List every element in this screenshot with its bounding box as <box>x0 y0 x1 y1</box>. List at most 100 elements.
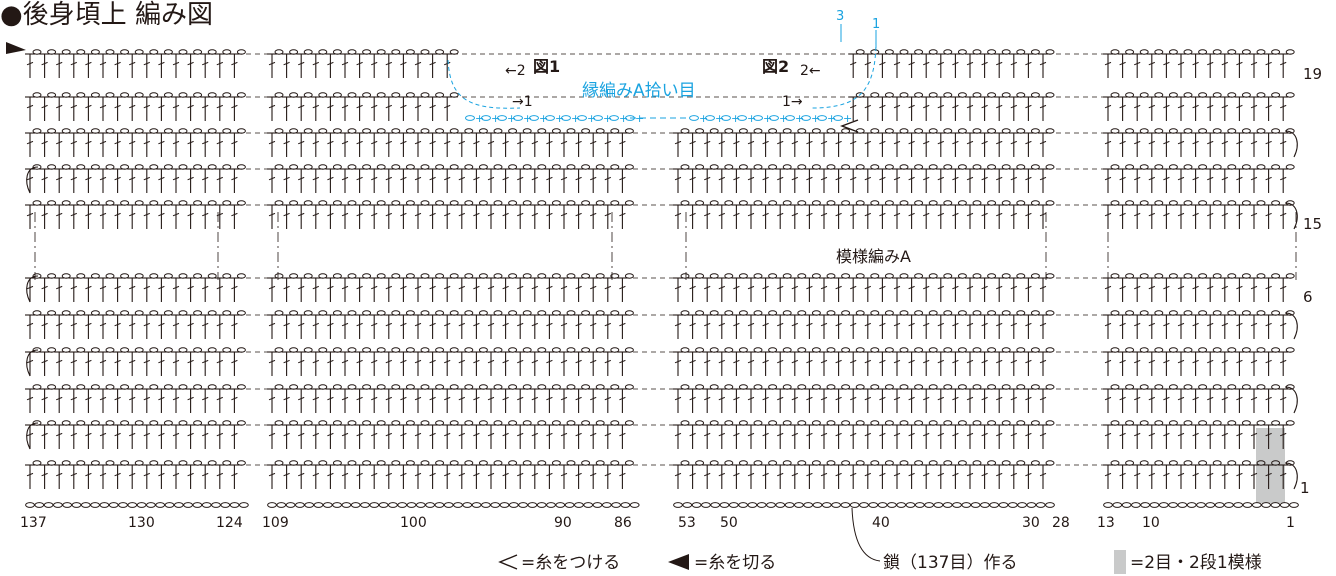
chain-stitch <box>376 128 386 134</box>
dc-stitch <box>267 464 277 489</box>
dc-stitch <box>442 314 453 339</box>
dc-stitch <box>529 464 540 489</box>
dc-stitch <box>921 132 932 157</box>
chain-stitch <box>318 347 328 353</box>
chain-stitch <box>303 420 313 426</box>
dc-stitch <box>1023 204 1034 229</box>
chain-stitch <box>987 273 997 279</box>
chain-stitch <box>1271 420 1281 426</box>
dc-stitch <box>486 314 496 339</box>
chain-stitch <box>980 502 990 508</box>
chain-stitch <box>464 273 474 279</box>
dc-stitch <box>515 464 526 489</box>
chain-stitch <box>811 200 821 206</box>
dc-stitch <box>1278 314 1289 339</box>
dc-stitch <box>141 96 152 121</box>
dc-stitch <box>1008 96 1019 121</box>
chain-stitch <box>105 310 115 316</box>
chain-stitch <box>236 128 246 134</box>
dc-stitch <box>1190 314 1201 339</box>
dc-stitch <box>112 204 123 229</box>
dc-stitch <box>1008 277 1019 302</box>
dc-stitch <box>398 204 409 229</box>
chain-stitch <box>369 502 380 508</box>
chain-stitch <box>1110 384 1120 390</box>
dc-stitch <box>354 204 365 229</box>
chain-stitch <box>738 502 748 508</box>
chain-stitch <box>957 310 967 316</box>
chain-stitch <box>1256 49 1266 55</box>
row-label-6: 6 <box>1303 288 1313 306</box>
dc-stitch <box>500 388 511 413</box>
chain-stitch <box>303 384 313 390</box>
chain-stitch <box>581 347 591 353</box>
chain-stitch <box>149 128 159 134</box>
dc-stitch <box>1161 204 1172 229</box>
chain-stitch <box>236 273 246 279</box>
dc-stitch <box>862 204 873 229</box>
stitch-number-90: 90 <box>554 515 572 531</box>
dc-stitch <box>383 53 394 78</box>
chain-stitch <box>341 502 352 508</box>
chain-stitch <box>211 502 221 508</box>
chain-stitch <box>1241 49 1251 55</box>
chain-stitch <box>884 420 894 426</box>
dc-stitch <box>994 388 1005 413</box>
svg-text:+: + <box>731 112 740 125</box>
chain-stitch <box>1183 200 1193 206</box>
chain-stitch <box>362 310 372 316</box>
dc-stitch <box>156 314 167 339</box>
chain-stitch <box>193 310 203 316</box>
dc-stitch <box>1038 351 1048 376</box>
dc-stitch <box>1146 424 1157 449</box>
dc-stitch <box>573 351 584 376</box>
chain-stitch <box>464 310 474 316</box>
chain-stitch <box>581 310 591 316</box>
chain-stitch <box>738 310 748 316</box>
dc-stitch <box>281 388 292 413</box>
dc-stitch <box>702 132 713 157</box>
chain-stitch <box>1045 420 1055 426</box>
stitch-number-40: 40 <box>872 515 890 531</box>
svg-text:+: + <box>811 112 820 125</box>
dc-stitch <box>746 464 756 489</box>
chain-stitch <box>207 310 217 316</box>
dc-stitch <box>979 53 990 78</box>
chain-stitch <box>1256 273 1266 279</box>
chain-stitch <box>753 310 763 316</box>
dc-stitch <box>340 53 350 78</box>
dc-stitch <box>687 351 698 376</box>
chain-stitch <box>499 502 510 508</box>
dc-stitch <box>906 314 917 339</box>
dc-stitch <box>950 96 961 121</box>
dc-stitch <box>1103 204 1113 229</box>
dc-stitch <box>1249 388 1259 413</box>
chain-stitch <box>193 460 203 466</box>
dc-stitch <box>588 424 599 449</box>
dc-stitch <box>1219 204 1230 229</box>
dc-stitch <box>112 351 123 376</box>
chain-stitch <box>289 92 299 98</box>
chain-stitch <box>32 384 42 390</box>
dc-stitch <box>141 277 152 302</box>
dc-stitch <box>1103 314 1113 339</box>
dc-stitch <box>617 424 628 449</box>
chain-stitch <box>405 310 415 316</box>
dc-stitch <box>442 204 453 229</box>
stitch-number-53: 53 <box>678 515 696 531</box>
dc-stitch <box>848 388 859 413</box>
dc-stitch <box>229 168 240 193</box>
chain-stitch <box>193 273 203 279</box>
chain-stitch <box>449 49 459 55</box>
chain-stitch <box>738 164 748 170</box>
dc-stitch <box>354 351 365 376</box>
dc-stitch <box>442 464 453 489</box>
dc-stitch <box>1205 168 1216 193</box>
chain-stitch <box>136 502 147 508</box>
chain-stitch <box>362 200 372 206</box>
dc-stitch <box>141 314 152 339</box>
chain-stitch <box>32 347 42 353</box>
chain-stitch <box>914 164 924 170</box>
dc-stitch <box>965 204 975 229</box>
